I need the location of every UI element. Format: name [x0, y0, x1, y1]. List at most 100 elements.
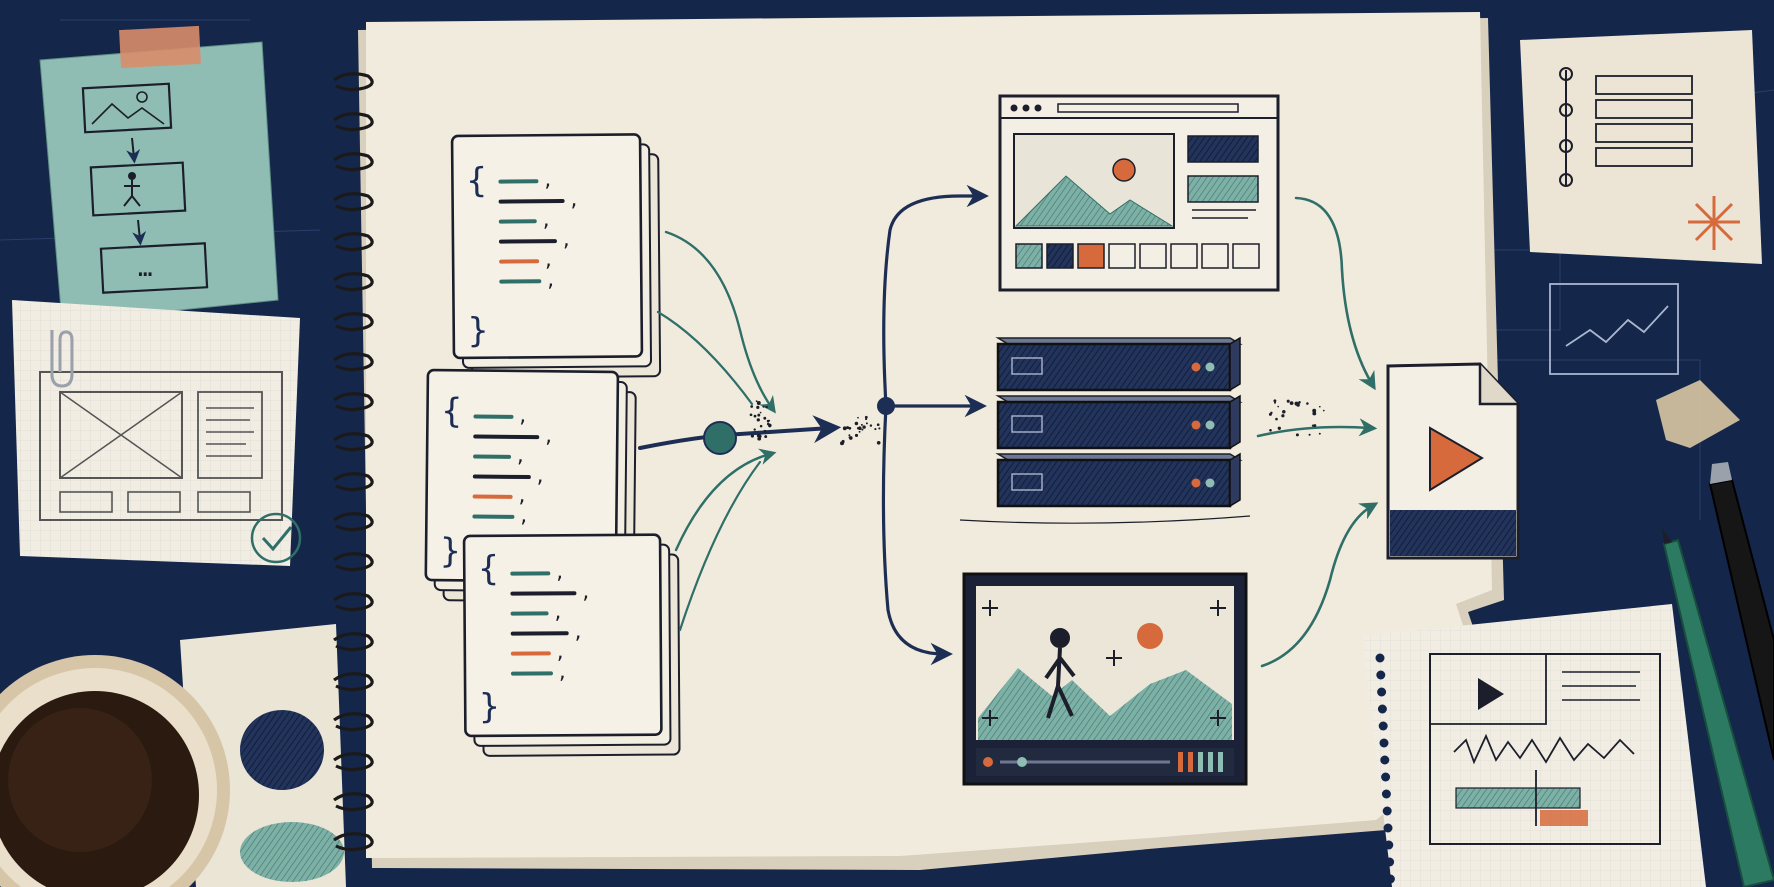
server-unit [996, 400, 1232, 450]
stipple-dot [857, 426, 862, 431]
server-unit [996, 458, 1232, 508]
stipple-dot [1273, 401, 1277, 404]
browser-thumbnail [1046, 243, 1074, 269]
spiral-ring [333, 672, 374, 692]
stipple-dot [1273, 399, 1277, 403]
stipple-dot [750, 434, 754, 438]
code-comma: , [541, 210, 552, 231]
stipple-dot [864, 415, 868, 419]
code-comma: , [554, 562, 565, 583]
code-comma: , [545, 270, 556, 291]
paper-hole [1377, 687, 1387, 697]
stipple-dot [756, 418, 760, 422]
stipple-dot [755, 400, 758, 402]
stipple-dot [862, 425, 866, 429]
spiral-ring [333, 232, 374, 252]
spiral-ring [333, 112, 374, 132]
code-comma: , [573, 622, 584, 643]
stipple-dot [764, 435, 768, 439]
stipple-dot [876, 440, 881, 445]
stipple-dot [858, 430, 861, 433]
storyboard-note: … [39, 25, 279, 323]
check-icon [250, 512, 302, 564]
paper-hole [1384, 840, 1394, 850]
browser-thumbnail [1108, 243, 1136, 269]
timeline-note [1520, 30, 1762, 264]
browser-thumbnail [1201, 243, 1229, 269]
stipple-dot [1298, 401, 1301, 404]
stipple-dot [1312, 408, 1317, 413]
browser-thumbnail [1139, 243, 1167, 269]
stipple-dot [857, 416, 859, 419]
flow-connectors [638, 184, 1379, 668]
pen-icon [1708, 462, 1774, 761]
spiral-ring [333, 592, 374, 612]
paper-hole [1376, 670, 1386, 680]
paperclip-icon [50, 330, 74, 388]
spiral-ring [333, 712, 374, 732]
spiral-ring [333, 792, 374, 812]
storyboard-ellipsis: … [138, 254, 152, 282]
stipple-dot [1296, 403, 1300, 407]
stipple-dot [757, 413, 761, 417]
stipple-dot [753, 414, 757, 418]
browser-thumbnail [1015, 243, 1043, 269]
stipple-dot [865, 418, 868, 421]
stipple-dot [848, 434, 851, 437]
stipple-dot [1289, 401, 1294, 405]
spiral-ring [333, 552, 374, 572]
spiral-ring [333, 192, 374, 212]
video-player-icon [962, 572, 1248, 786]
stipple-dot [1281, 414, 1285, 418]
server-led [1205, 362, 1215, 372]
server-shadow [959, 515, 1251, 524]
stipple-dot [759, 411, 762, 414]
server-vent [1011, 357, 1043, 375]
server-led [1205, 420, 1215, 430]
stipple-dot [1282, 410, 1286, 414]
server-led [1205, 478, 1215, 488]
code-close-brace: } [440, 531, 461, 571]
spiral-ring [333, 632, 374, 652]
code-line [473, 434, 540, 440]
stipple-dot [1308, 433, 1311, 436]
paper-hole [1385, 874, 1395, 884]
code-json-card: { } ,,,,,, [450, 133, 662, 379]
code-comma: , [517, 486, 528, 507]
stipple-dot [860, 423, 863, 426]
browser-thumbnail [1170, 243, 1198, 269]
stipple-dot [1318, 405, 1321, 408]
code-open-brace: { [478, 549, 499, 589]
stipple-dot [763, 429, 767, 433]
pen-icon [1662, 528, 1774, 887]
code-comma: , [543, 250, 554, 271]
stipple-dot [759, 424, 763, 428]
stipple-dot [753, 428, 756, 431]
server-rack-icon [959, 336, 1251, 524]
stipple-dot [1313, 424, 1317, 428]
server-led [1191, 478, 1201, 488]
stipple-dot [854, 433, 859, 437]
code-comma: , [580, 582, 591, 603]
coffee-cup [0, 655, 230, 887]
stipple-dot [874, 428, 877, 431]
stipple-dot [1268, 412, 1272, 416]
stipple-dot [842, 441, 845, 444]
server-vent [1011, 415, 1043, 433]
stipple-dot [1277, 405, 1279, 408]
walking-figure [1044, 628, 1076, 719]
server-unit [996, 342, 1232, 392]
stipple-dot [842, 426, 847, 431]
stipple-dot [1311, 424, 1315, 427]
paper-hole [1380, 755, 1390, 765]
stipple-dot [749, 413, 753, 417]
spiral-ring [333, 72, 374, 92]
stipple-dot [756, 405, 760, 409]
code-close-brace: } [468, 311, 489, 351]
chart-sketch-icon [1549, 283, 1679, 375]
paper-hole [1378, 721, 1388, 731]
code-line [498, 199, 565, 204]
browser-window-icon [998, 94, 1280, 292]
code-comma: , [517, 406, 528, 427]
stipple-dot [766, 422, 770, 426]
